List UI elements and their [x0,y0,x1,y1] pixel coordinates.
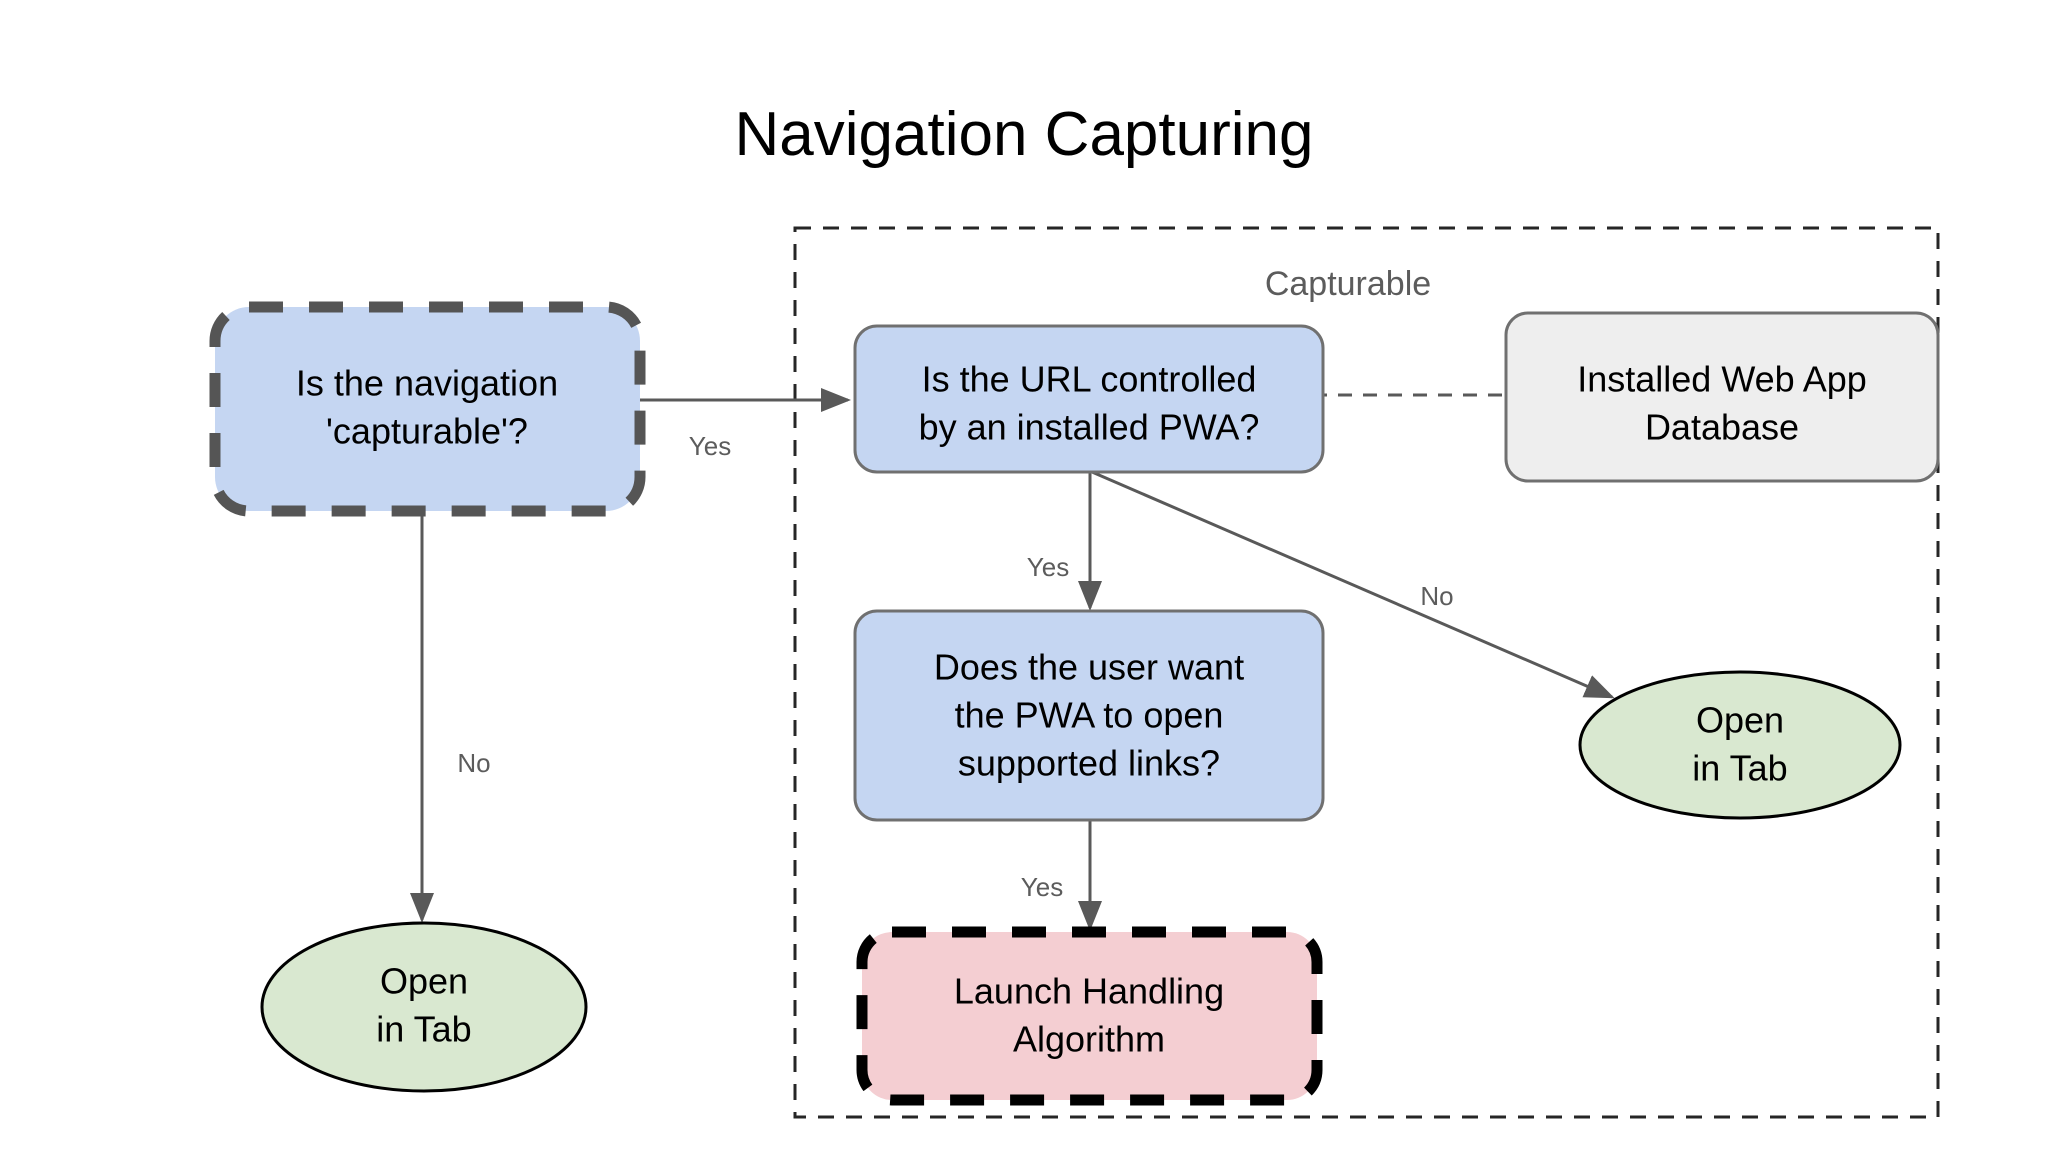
edge-label-capturable-no: No [457,748,490,778]
node-is-navigation-capturable[interactable]: Is the navigation 'capturable'? [209,301,646,517]
node-is-navigation-capturable-line2: 'capturable'? [326,411,528,452]
node-installed-web-app-database[interactable]: Installed Web App Database [1504,311,1940,483]
node-open-in-tab-right[interactable]: Open in Tab [1578,670,1902,820]
node-open-in-tab-right-line1: Open [1696,700,1784,741]
edge-label-capturable-yes: Yes [689,431,731,461]
node-installed-web-app-database-line1: Installed Web App [1577,359,1867,400]
node-does-user-want-pwa-line1: Does the user want [934,647,1244,688]
edge-label-url-no: No [1420,581,1453,611]
node-launch-handling-algorithm-shape[interactable] [856,926,1323,1106]
edge-label-url-yes: Yes [1027,552,1069,582]
node-launch-handling-algorithm-line2: Algorithm [1013,1019,1165,1060]
node-open-in-tab-right-line2: in Tab [1692,748,1787,789]
node-is-url-controlled-shape[interactable] [853,324,1325,474]
node-is-url-controlled-line1: Is the URL controlled [922,359,1257,400]
node-is-navigation-capturable-shape[interactable] [209,301,646,517]
node-open-in-tab-left-line1: Open [380,961,468,1002]
node-open-in-tab-left-shape[interactable] [260,921,588,1093]
node-does-user-want-pwa[interactable]: Does the user want the PWA to open suppo… [853,609,1325,822]
node-does-user-want-pwa-line3: supported links? [958,743,1220,784]
node-open-in-tab-right-shape[interactable] [1578,670,1902,820]
node-is-navigation-capturable-line1: Is the navigation [296,363,558,404]
node-is-url-controlled-line2: by an installed PWA? [919,407,1260,448]
node-installed-web-app-database-shape[interactable] [1504,311,1940,483]
capturable-group-label: Capturable [1265,265,1431,303]
node-open-in-tab-left[interactable]: Open in Tab [260,921,588,1093]
page-title: Navigation Capturing [734,100,1313,169]
edge-url-no [1091,470,1615,699]
node-installed-web-app-database-line2: Database [1645,407,1799,448]
node-open-in-tab-left-line2: in Tab [376,1009,471,1050]
edge-label-user-yes: Yes [1021,872,1063,902]
node-launch-handling-algorithm[interactable]: Launch Handling Algorithm [856,926,1323,1106]
node-is-url-controlled[interactable]: Is the URL controlled by an installed PW… [853,324,1325,474]
node-does-user-want-pwa-line2: the PWA to open [955,695,1224,736]
node-launch-handling-algorithm-line1: Launch Handling [954,971,1224,1012]
node-does-user-want-pwa-shape[interactable] [853,609,1325,822]
capturable-group-container [793,226,1940,1119]
